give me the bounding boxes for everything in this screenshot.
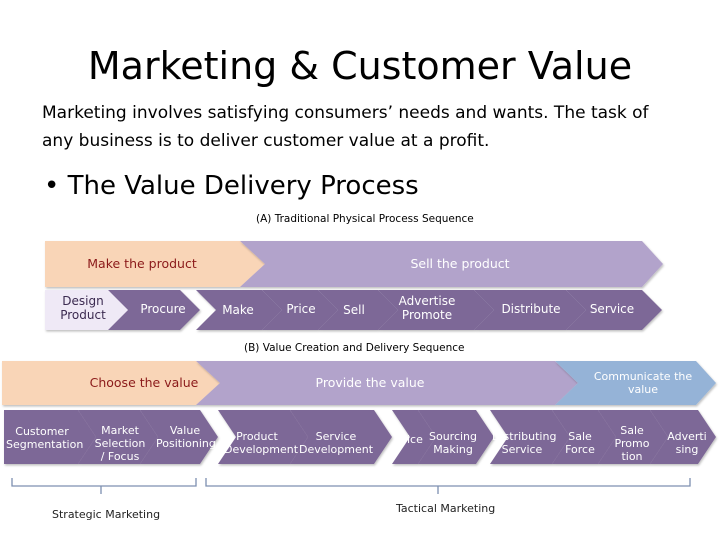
step-sell: Sell [343,303,365,317]
step-market-selection: Market Selection / Focus [94,424,146,463]
caption-a: (A) Traditional Physical Process Sequenc… [256,213,474,225]
chevron-advertising [650,410,716,464]
caption-b: (B) Value Creation and Delivery Sequence [244,342,465,354]
chevron-advertise [378,290,494,330]
chevron-distribute [474,290,586,330]
chevron-sell [318,290,398,330]
step-service-development: Service Development [298,430,374,456]
chevron-design-product-cap [45,290,128,330]
chevrons-b [4,410,716,464]
step-design-product: Design Product [60,294,106,322]
chevron-service [566,290,662,330]
step-price-b: Price [396,433,423,446]
step-sale-promotion: Sale Promo tion [614,424,650,463]
step-service: Service [589,302,635,316]
band-choose-value-label: Choose the value [89,375,199,390]
step-price: Price [286,302,316,316]
slide-title: Marketing & Customer Value [87,44,633,88]
step-product-development: Product Development [224,430,299,456]
band-provide-value-label: Provide the value [315,375,425,390]
step-sourcing-making: Sourcing Making [428,430,478,456]
label-tactical-marketing: Tactical Marketing [396,502,496,515]
band-sell-product [240,241,663,287]
step-distributing-service: Distributing Service [492,430,557,456]
band-sell-product-label: Sell the product [410,256,510,271]
step-value-positioning: Value Positioning [156,424,216,450]
chevron-distributing [490,410,570,464]
step-make: Make [222,303,254,317]
chevron-sale-promotion [598,410,668,464]
step-advertising: Adverti sing [667,430,707,456]
step-distribute: Distribute [501,302,561,316]
step-advertise-promote: Advertise Promote [398,294,456,322]
intro-text: Marketing involves satisfying consumers’… [42,103,649,151]
label-strategic-marketing: Strategic Marketing [52,508,161,521]
chevron-make [196,290,282,330]
chevron-value-positioning [140,410,218,464]
band-choose-value [2,361,220,405]
chevron-procure [108,290,200,330]
chevron-sale-force [552,410,616,464]
chevron-market-selection [78,410,158,464]
band-communicate-value [555,361,716,405]
chevron-price [262,290,338,330]
chevron-sourcing [418,410,494,464]
step-sale-force: Sale Force [565,430,595,456]
chevron-customer-segmentation [4,410,96,464]
band-make-product [45,241,265,287]
chevron-price-b [392,410,436,464]
step-customer-segmentation: Customer Segmentation [6,425,84,451]
chevron-product-development [218,410,308,464]
bullet-heading: • The Value Delivery Process [44,171,419,201]
bracket-tactical [205,478,691,494]
band-make-product-label: Make the product [87,256,197,271]
step-procure: Procure [140,302,186,316]
band-communicate-value-label: Communicate the value [593,370,693,396]
band-provide-value [196,361,578,405]
bracket-strategic [11,478,197,494]
chevron-service-development [290,410,392,464]
